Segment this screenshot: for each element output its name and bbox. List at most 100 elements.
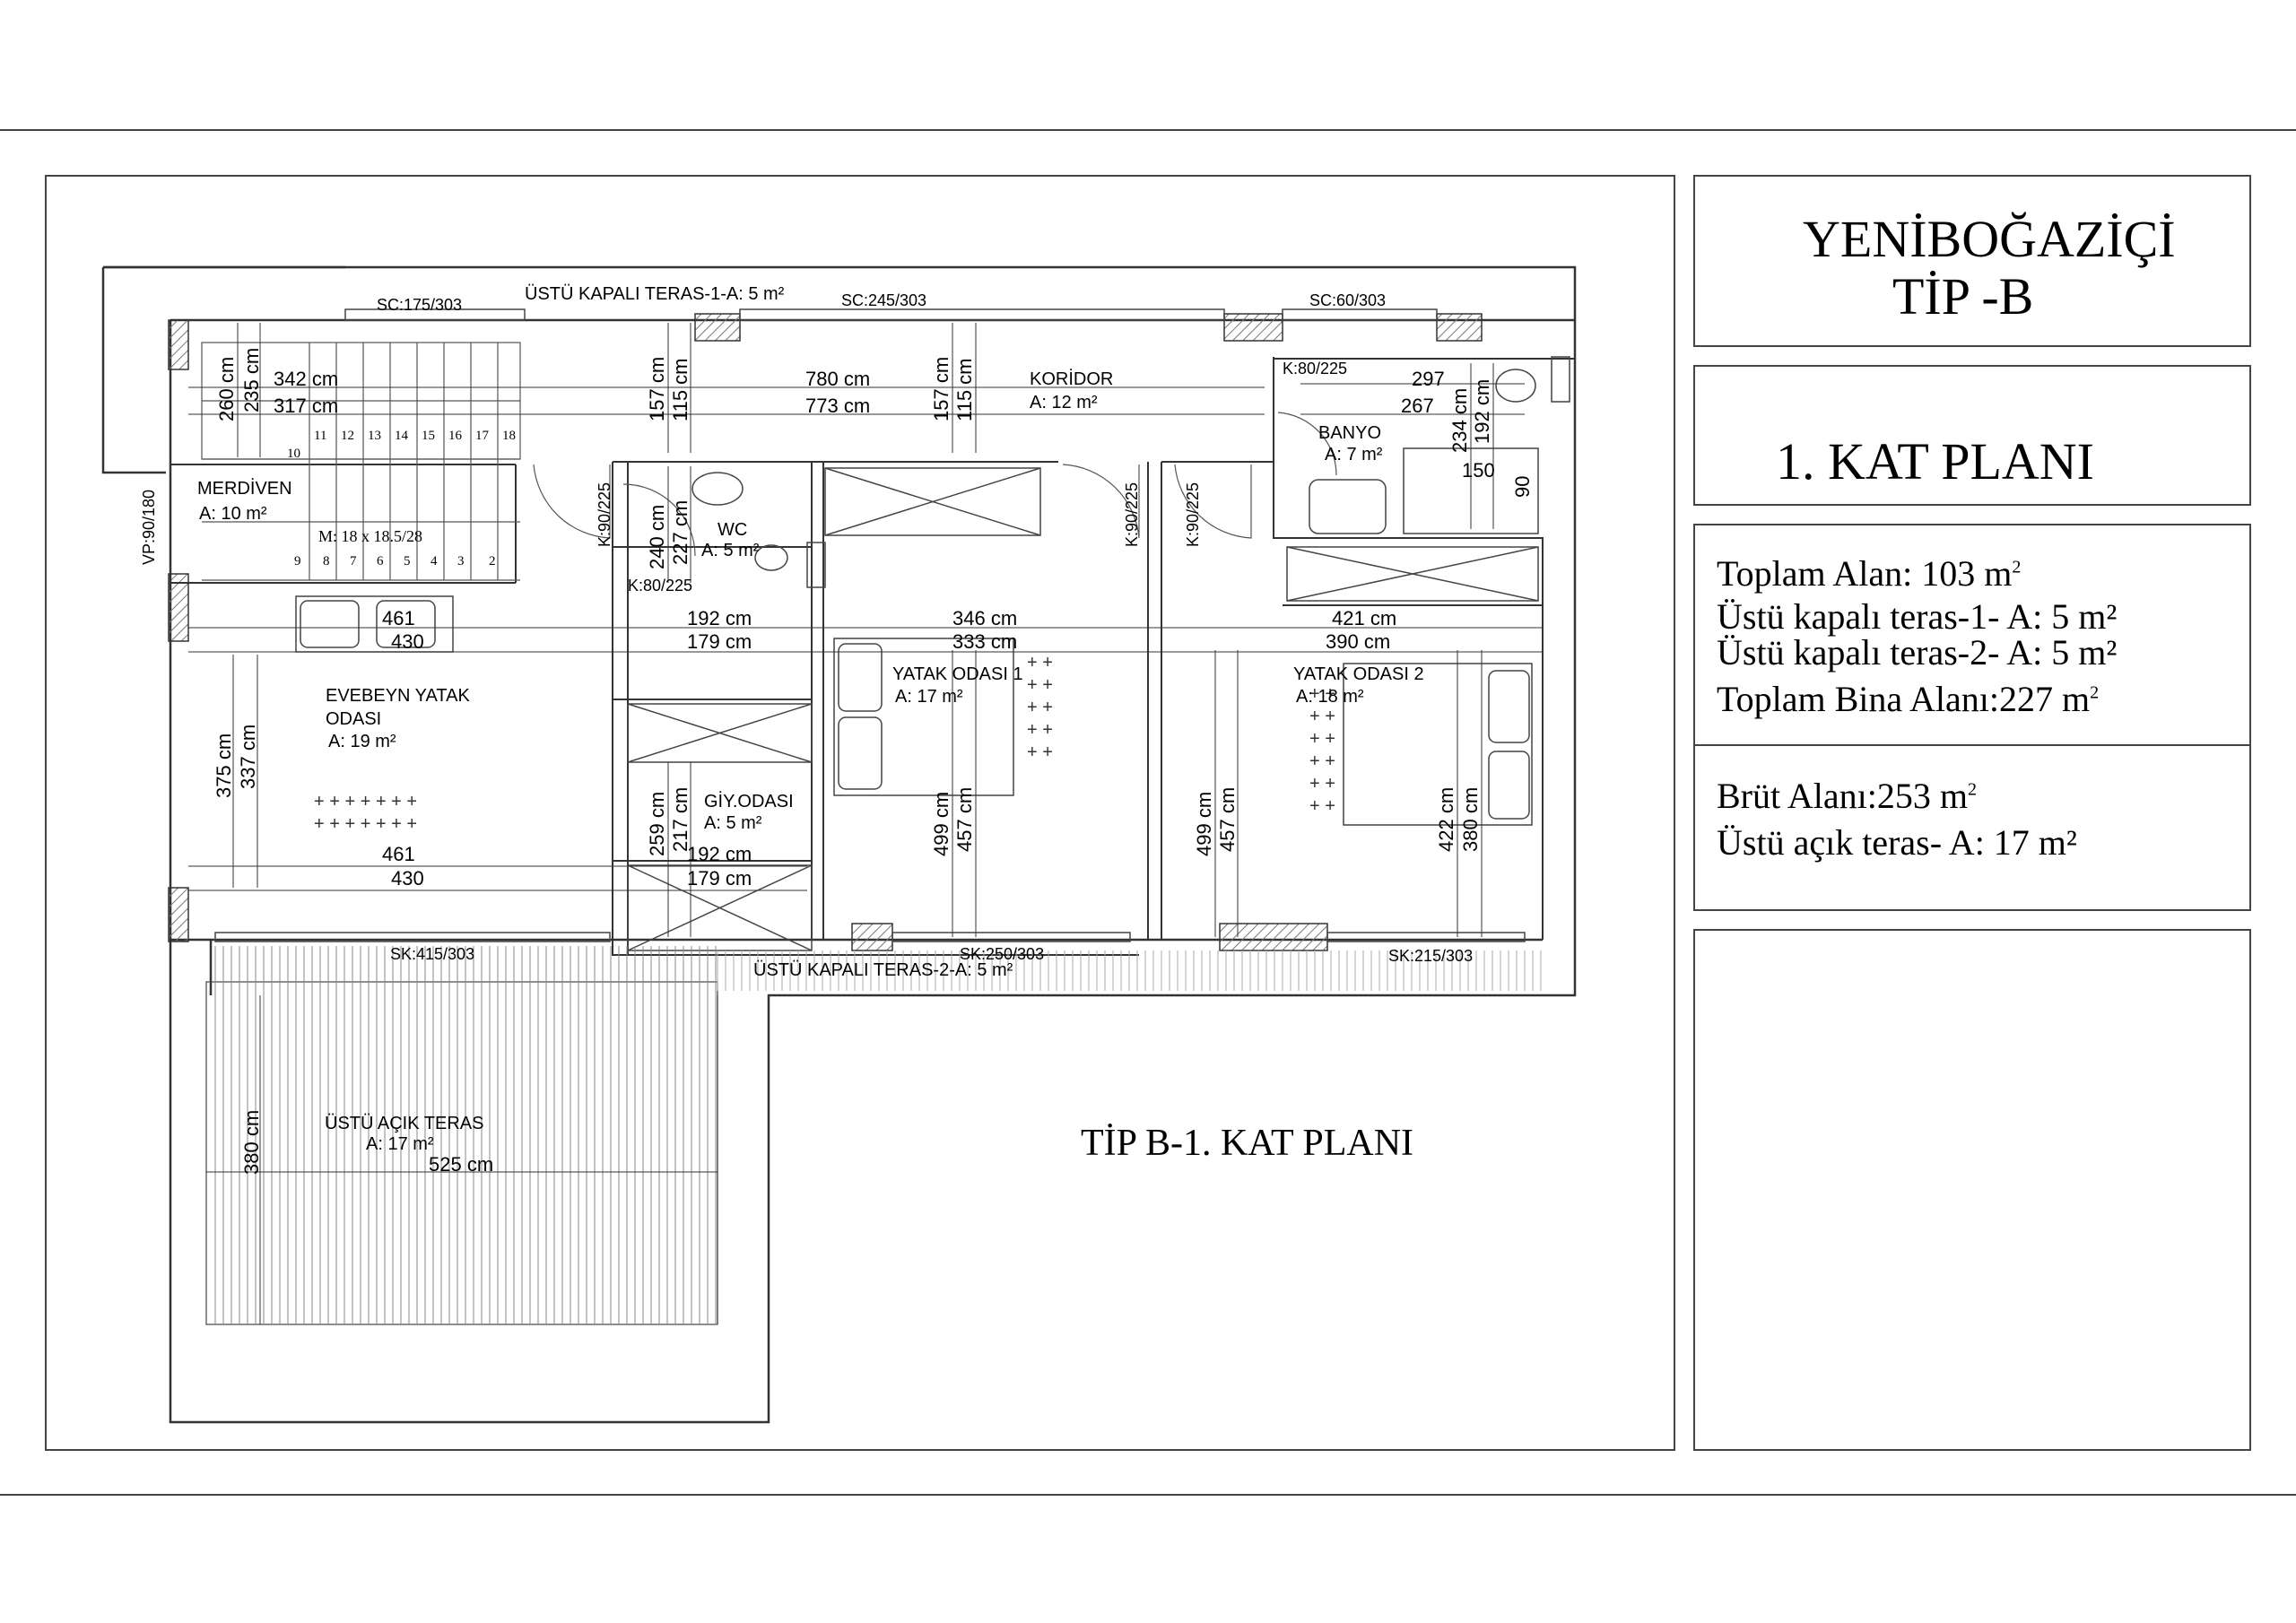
room-banyo-area: A: 7 m²	[1325, 445, 1383, 464]
room-evebeyn-area: A: 19 m²	[328, 732, 396, 751]
room-koridor: KORİDOR	[1030, 369, 1113, 389]
dim-179-b: 179 cm	[687, 867, 752, 890]
door-k3: K:90/225	[1123, 482, 1141, 547]
door-swings	[533, 412, 1337, 557]
room-giy-area: A: 5 m²	[704, 813, 762, 833]
room-evebeyn-2: ODASI	[326, 709, 381, 729]
dim-v260: 260 cm	[215, 357, 238, 421]
svg-text:+ +: + +	[1027, 675, 1053, 695]
svg-text:+ +: + +	[1309, 796, 1335, 816]
sc3-label: SC:60/303	[1309, 291, 1386, 309]
room-banyo: BANYO	[1318, 423, 1381, 443]
svg-text:+ +: + +	[1309, 707, 1335, 726]
bathroom-fixtures	[691, 356, 1570, 588]
dim-v157-a: 157 cm	[646, 357, 668, 421]
area-line: Toplam Alan: 103 m2	[1717, 553, 2022, 594]
dim-525: 525 cm	[429, 1153, 493, 1176]
dim-v157-b: 157 cm	[930, 357, 952, 421]
radiator-marks: + + + + + + + + + + + + + + + ++ + + ++ …	[314, 653, 1335, 834]
title-box-project: YENİBOĞAZİÇİ TİP -B	[1693, 175, 2251, 347]
room-wc: WC	[718, 520, 747, 540]
stair-step-number: 6	[377, 554, 384, 568]
area-divider	[1695, 744, 2251, 746]
plan-labels: ÜSTÜ KAPALI TERAS-1-A: 5 m² SC:175/303 S…	[140, 284, 1534, 1176]
dim-267: 267	[1401, 395, 1434, 417]
stair-step-number: 3	[457, 554, 465, 568]
dim-v259: 259 cm	[646, 792, 668, 856]
area-line: Üstü açık teras- A: 17 m²	[1717, 822, 2077, 863]
floor-title: 1. KAT PLANI	[1776, 432, 2094, 490]
stair-step-number: 16	[448, 429, 463, 443]
stair-step-number: 9	[294, 554, 301, 568]
project-title: YENİBOĞAZİÇİ	[1803, 210, 2176, 268]
dim-461-b: 461	[382, 843, 415, 865]
sk3-label: SK:215/303	[1388, 947, 1473, 965]
dim-v115-a: 115 cm	[669, 358, 691, 421]
room-acik-teras: ÜSTÜ AÇIK TERAS	[325, 1114, 483, 1133]
stair-step-number: 14	[395, 429, 409, 443]
teras1-label: ÜSTÜ KAPALI TERAS-1-A: 5 m²	[525, 284, 785, 304]
open-terrace	[205, 981, 718, 1325]
dim-v192: 192 cm	[1471, 379, 1493, 444]
door-k4: K:90/225	[1184, 482, 1202, 547]
dim-297: 297	[1412, 368, 1445, 390]
stair-info: M: 18 x 18.5/28	[318, 527, 422, 545]
room-koridor-area: A: 12 m²	[1030, 393, 1098, 412]
dim-v457-b: 457 cm	[1216, 787, 1239, 852]
area-line: Toplam Bina Alanı:227 m2	[1717, 679, 2100, 719]
svg-text:+ +: + +	[1027, 653, 1053, 673]
dim-461-a: 461	[382, 607, 415, 629]
svg-text:+ + + + + + +: + + + + + + +	[314, 792, 417, 812]
dim-317: 317 cm	[274, 395, 338, 417]
plan-frame	[45, 175, 1675, 1451]
room-yatak1: YATAK ODASI 1	[892, 664, 1023, 684]
room-yatak2: YATAK ODASI 2	[1293, 664, 1424, 684]
svg-text:+ +: + +	[1027, 720, 1053, 740]
interior-walls	[170, 357, 1575, 956]
project-type: TİP -B	[1892, 267, 2034, 325]
plan-title: TİP B-1. KAT PLANI	[1081, 1123, 1413, 1164]
dim-v380-b: 380 cm	[240, 1110, 263, 1175]
stair-step-number: 15	[422, 429, 435, 443]
room-merdiven-area: A: 10 m²	[199, 504, 267, 524]
dim-v234: 234 cm	[1448, 388, 1471, 453]
svg-text:+ + + + + + +: + + + + + + +	[314, 814, 417, 834]
sk1-label: SK:415/303	[390, 945, 474, 963]
svg-text:+ +: + +	[1309, 774, 1335, 794]
dim-v457-a: 457 cm	[953, 787, 976, 852]
dim-346: 346 cm	[952, 607, 1017, 629]
title-box-empty	[1693, 929, 2251, 1451]
stair-step-number: 7	[350, 554, 357, 568]
room-acik-teras-area: A: 17 m²	[366, 1134, 434, 1154]
room-evebeyn-1: EVEBEYN YATAK	[326, 686, 470, 706]
stair	[201, 342, 521, 581]
sc2-label: SC:245/303	[841, 291, 926, 309]
dim-v115-b: 115 cm	[953, 358, 976, 421]
stair-step-number: 4	[430, 554, 438, 568]
stair-step-number: 13	[368, 429, 381, 443]
wardrobes	[627, 467, 1539, 951]
terrace-decking	[214, 946, 1542, 1324]
area-line: Brüt Alanı:253 m2	[1717, 776, 1977, 816]
room-wc-area: A: 5 m²	[701, 541, 760, 560]
stair-step-number: 18	[502, 429, 516, 443]
svg-text:+ +: + +	[1309, 751, 1335, 771]
stair-step-number: 17	[475, 429, 490, 443]
room-yatak1-area: A: 17 m²	[895, 687, 963, 707]
stair-step-number: 8	[323, 554, 330, 568]
dim-421: 421 cm	[1332, 607, 1396, 629]
dim-333: 333 cm	[952, 630, 1017, 653]
dim-773: 773 cm	[805, 395, 870, 417]
dim-v217: 217 cm	[669, 787, 691, 852]
svg-text:+ +: + +	[1027, 698, 1053, 717]
dim-90: 90	[1511, 476, 1534, 498]
stair-step-number: 11	[314, 429, 326, 443]
windows-top	[214, 308, 1526, 942]
door-k1: K:90/225	[596, 482, 613, 547]
dim-v240: 240 cm	[646, 505, 668, 569]
dim-v337: 337 cm	[237, 725, 259, 789]
svg-text:+ +: + +	[1027, 742, 1053, 762]
